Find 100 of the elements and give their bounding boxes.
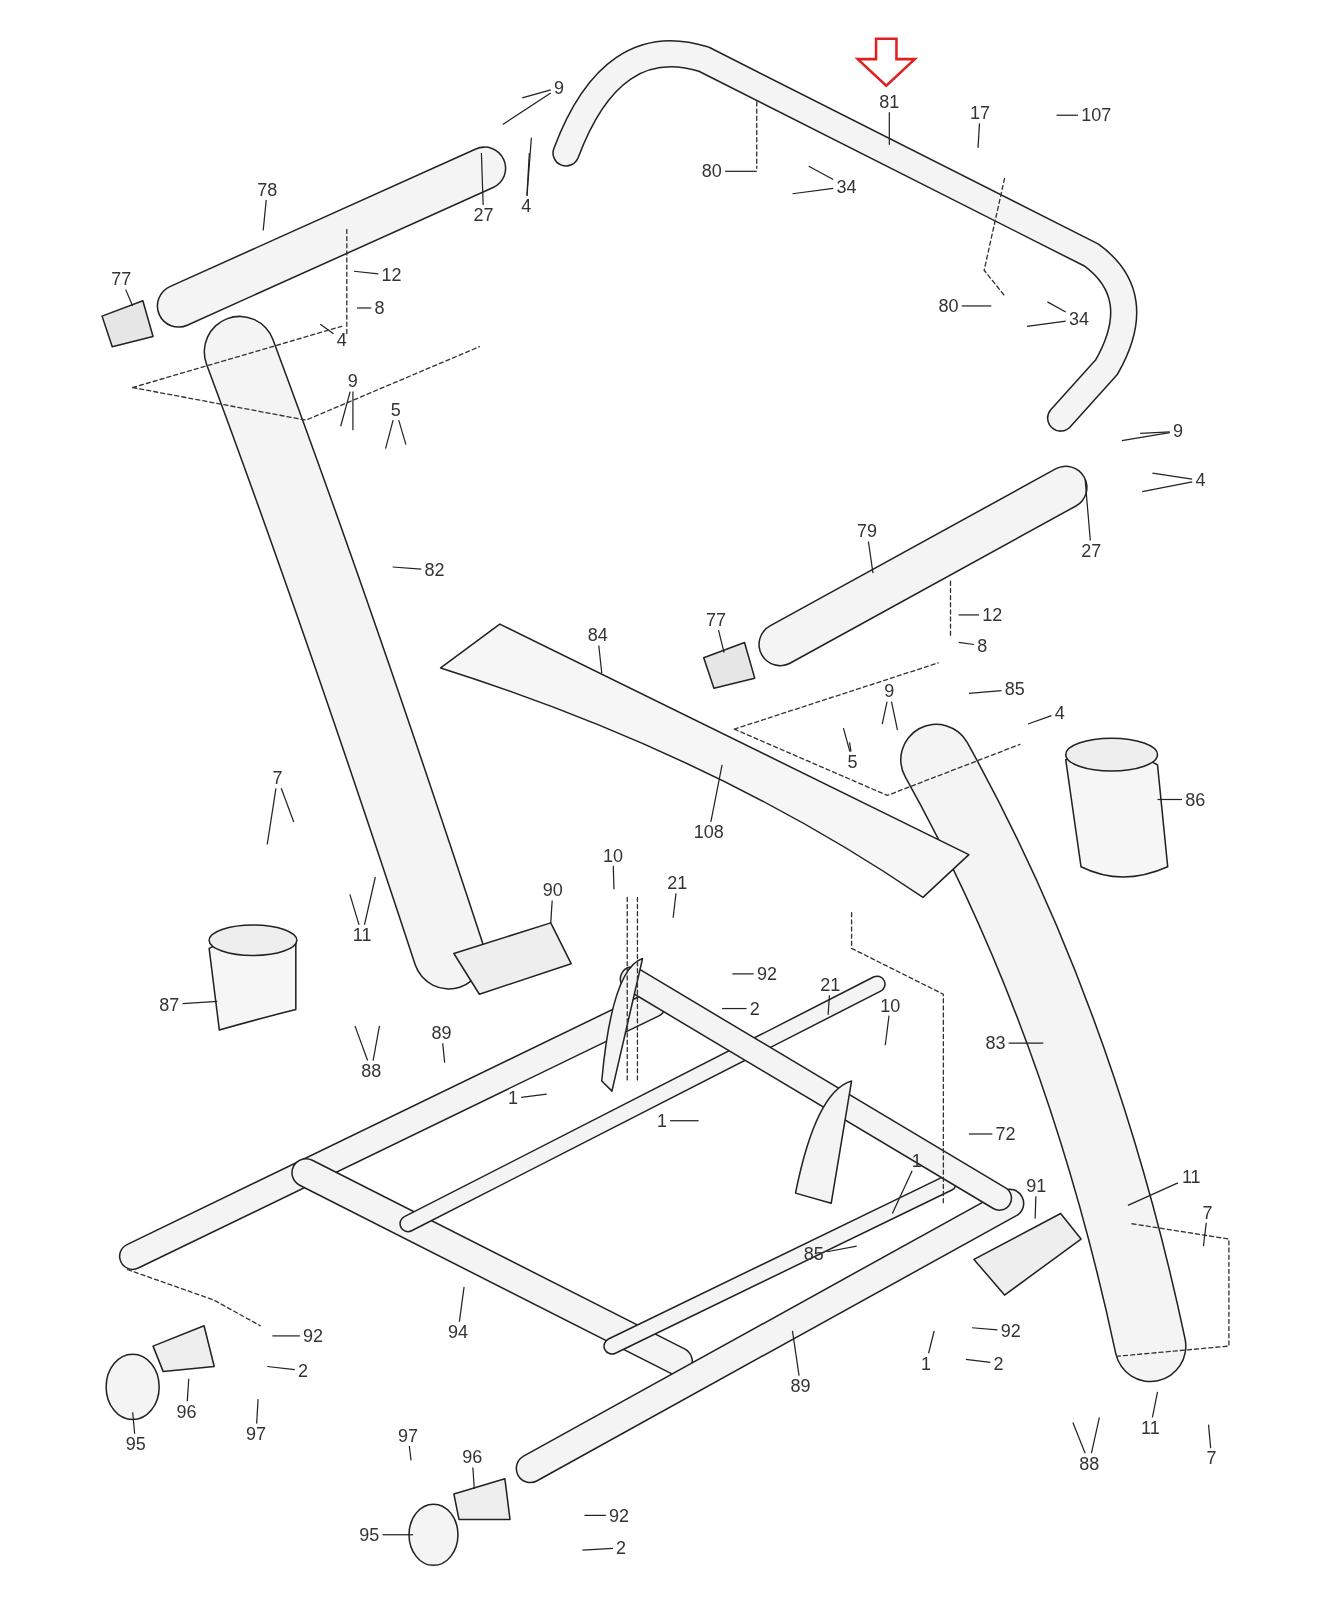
leader-line: [1207, 1424, 1212, 1449]
callout-number: 95: [125, 1434, 146, 1455]
callout-number: 27: [1081, 540, 1102, 561]
leader-line: [881, 701, 888, 725]
callout-number: 91: [1026, 1176, 1047, 1197]
leader-line: [842, 727, 851, 753]
leader-line: [472, 1466, 475, 1490]
leader-line: [1151, 472, 1193, 480]
leader-line: [372, 1025, 381, 1062]
callout-number: 34: [836, 176, 857, 197]
callout-number: 1: [921, 1353, 932, 1374]
leader-line: [724, 170, 758, 172]
callout-number: 1: [656, 1110, 667, 1131]
callout-number: 92: [1000, 1320, 1021, 1341]
leader-line: [256, 1398, 259, 1425]
callout-number: 4: [336, 329, 347, 350]
leader-line: [381, 1534, 414, 1536]
leader-line: [826, 1245, 858, 1253]
callout-number: 11: [352, 925, 372, 946]
leader-line: [480, 152, 484, 206]
leader-line: [384, 419, 394, 450]
leader-line: [262, 199, 267, 232]
callout-number: 92: [756, 964, 777, 984]
callout-number: 78: [257, 179, 278, 200]
callout-number: 9: [553, 77, 564, 98]
leader-line: [968, 1133, 993, 1135]
leader-line: [1008, 1042, 1044, 1044]
callout-number: 92: [609, 1505, 630, 1526]
callout-number: 2: [616, 1538, 627, 1559]
leader-line: [968, 690, 1003, 695]
leader-line: [669, 1120, 700, 1122]
callout-number: 12: [982, 605, 1003, 625]
leader-line: [520, 1093, 548, 1098]
callout-number: 108: [693, 822, 724, 843]
leader-line: [132, 1411, 136, 1435]
leader-line: [182, 1000, 218, 1005]
callout-number: 82: [424, 560, 445, 581]
leader-line: [581, 1547, 614, 1551]
leader-line: [271, 1335, 301, 1337]
callout-number: 9: [1172, 421, 1183, 442]
leader-line: [721, 1007, 748, 1010]
leader-line: [1202, 1222, 1207, 1247]
leader-line: [958, 641, 975, 646]
leader-line: [927, 1330, 935, 1354]
leader-line: [890, 701, 899, 731]
callout-number: 81: [879, 92, 900, 112]
callout-number: 21: [820, 975, 841, 996]
callout-number: 83: [985, 1033, 1006, 1054]
callout-number: 21: [667, 873, 688, 894]
callout-number: 12: [381, 265, 402, 286]
leader-line: [392, 566, 422, 570]
leader-line: [612, 865, 615, 890]
leader-line: [977, 122, 981, 149]
leader-line: [186, 1378, 190, 1402]
leader-line: [1156, 798, 1183, 801]
callout-number: 85: [1004, 679, 1025, 700]
callout-number: 77: [111, 269, 132, 290]
leader-line: [408, 1445, 412, 1461]
leader-line: [965, 1358, 991, 1363]
leader-line: [1121, 432, 1171, 442]
leader-line: [354, 1025, 369, 1062]
leader-line: [1084, 478, 1091, 542]
callout-number: 90: [542, 880, 563, 901]
callout-number: 8: [977, 635, 988, 656]
leader-line: [1141, 481, 1193, 493]
callout-number: 5: [847, 751, 858, 772]
callout-number: 34: [1069, 309, 1090, 330]
callout-number: 17: [970, 103, 991, 124]
leader-line: [731, 973, 755, 975]
leader-line: [521, 89, 552, 99]
callout-number: 10: [880, 995, 901, 1016]
leader-line: [550, 899, 553, 924]
leader-line: [280, 787, 295, 823]
leader-line: [266, 1365, 296, 1371]
leader-line: [352, 390, 354, 431]
leader-line: [717, 629, 725, 654]
leader-line: [363, 876, 376, 926]
leader-line: [458, 1286, 465, 1323]
leader-line: [398, 419, 407, 446]
leader-line: [125, 289, 134, 307]
callout-number: 94: [447, 1321, 468, 1342]
leader-line: [848, 741, 852, 753]
leader-line: [1072, 1421, 1086, 1454]
callout-number: 8: [374, 298, 385, 318]
leader-line: [340, 390, 351, 427]
leader-line: [1090, 1416, 1100, 1454]
callout-number: 95: [359, 1524, 380, 1545]
leader-line: [827, 994, 831, 1016]
leader-line: [891, 1170, 913, 1215]
callout-number: 11: [1181, 1166, 1201, 1187]
callout-number: 97: [397, 1426, 418, 1446]
leader-line: [526, 152, 530, 197]
callout-number: 80: [701, 161, 722, 182]
callout-number: 5: [390, 400, 401, 420]
leader-line: [266, 787, 277, 845]
callout-number: 89: [790, 1376, 811, 1397]
callout-number: 9: [884, 681, 895, 702]
callout-number: 88: [1079, 1453, 1100, 1474]
callout-number: 87: [159, 994, 180, 1015]
leader-line: [1151, 1391, 1159, 1419]
